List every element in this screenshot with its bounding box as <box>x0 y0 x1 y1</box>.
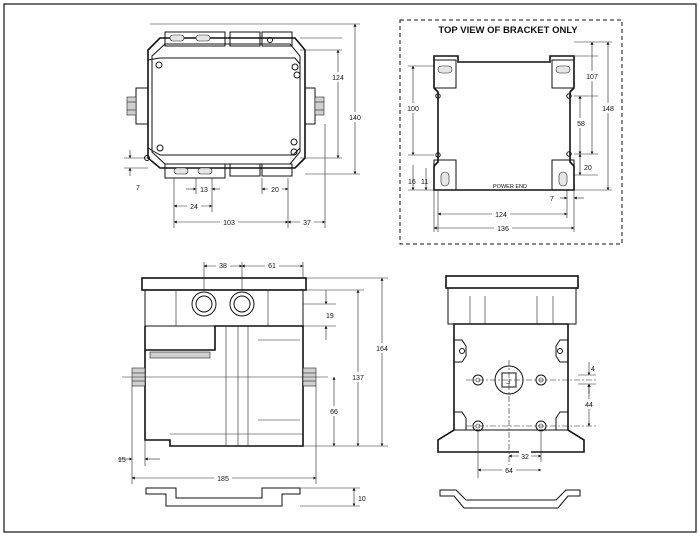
top-right-connector <box>314 96 325 116</box>
bracket-title: TOP VIEW OF BRACKET ONLY <box>438 25 578 36</box>
dim-124: 124 <box>332 75 344 82</box>
dim-44: 44 <box>585 402 593 409</box>
dim-32: 32 <box>521 454 529 461</box>
dim-19: 19 <box>326 313 334 320</box>
sheet-border <box>3 3 697 533</box>
top-left-connector <box>126 96 137 116</box>
dim-100: 100 <box>407 106 419 113</box>
front-view: 38 61 19 164 137 66 15 185 <box>118 260 390 507</box>
dim-10: 10 <box>358 496 366 503</box>
dim-137: 137 <box>352 375 364 382</box>
dim-61: 61 <box>268 263 276 270</box>
side-view: ᒧ 4 44 32 64 <box>437 275 596 509</box>
dim-24: 24 <box>190 204 198 211</box>
dim-164: 164 <box>376 346 388 353</box>
dim-13: 13 <box>200 187 208 194</box>
dim-4: 4 <box>591 366 595 373</box>
dim-20-bracket: 20 <box>584 165 592 172</box>
dim-38: 38 <box>219 263 227 270</box>
dim-15: 15 <box>118 457 126 464</box>
dim-66: 66 <box>330 409 338 416</box>
dim-185: 185 <box>217 476 229 483</box>
dim-37: 37 <box>303 220 311 227</box>
dim-103: 103 <box>223 220 235 227</box>
dim-148: 148 <box>602 106 614 113</box>
top-view: 124 140 7 13 24 20 103 <box>124 23 363 228</box>
dim-7-bracket: 7 <box>550 196 554 203</box>
dim-107: 107 <box>586 74 598 81</box>
dim-11: 11 <box>421 179 428 186</box>
svg-text:ᒧ: ᒧ <box>506 379 510 386</box>
bracket-dashed-frame <box>399 19 623 245</box>
dim-58: 58 <box>577 121 585 128</box>
power-end-label: POWER END <box>493 184 527 190</box>
dim-16: 16 <box>408 179 416 186</box>
dim-20-top: 20 <box>271 187 279 194</box>
dim-64: 64 <box>505 468 513 475</box>
dim-140: 140 <box>349 115 361 122</box>
dim-136: 136 <box>497 226 509 233</box>
dim-7: 7 <box>136 185 140 192</box>
dim-124-bracket: 124 <box>495 212 507 219</box>
bracket-view: TOP VIEW OF BRACKET ONLY POWER END 107 <box>399 19 623 245</box>
